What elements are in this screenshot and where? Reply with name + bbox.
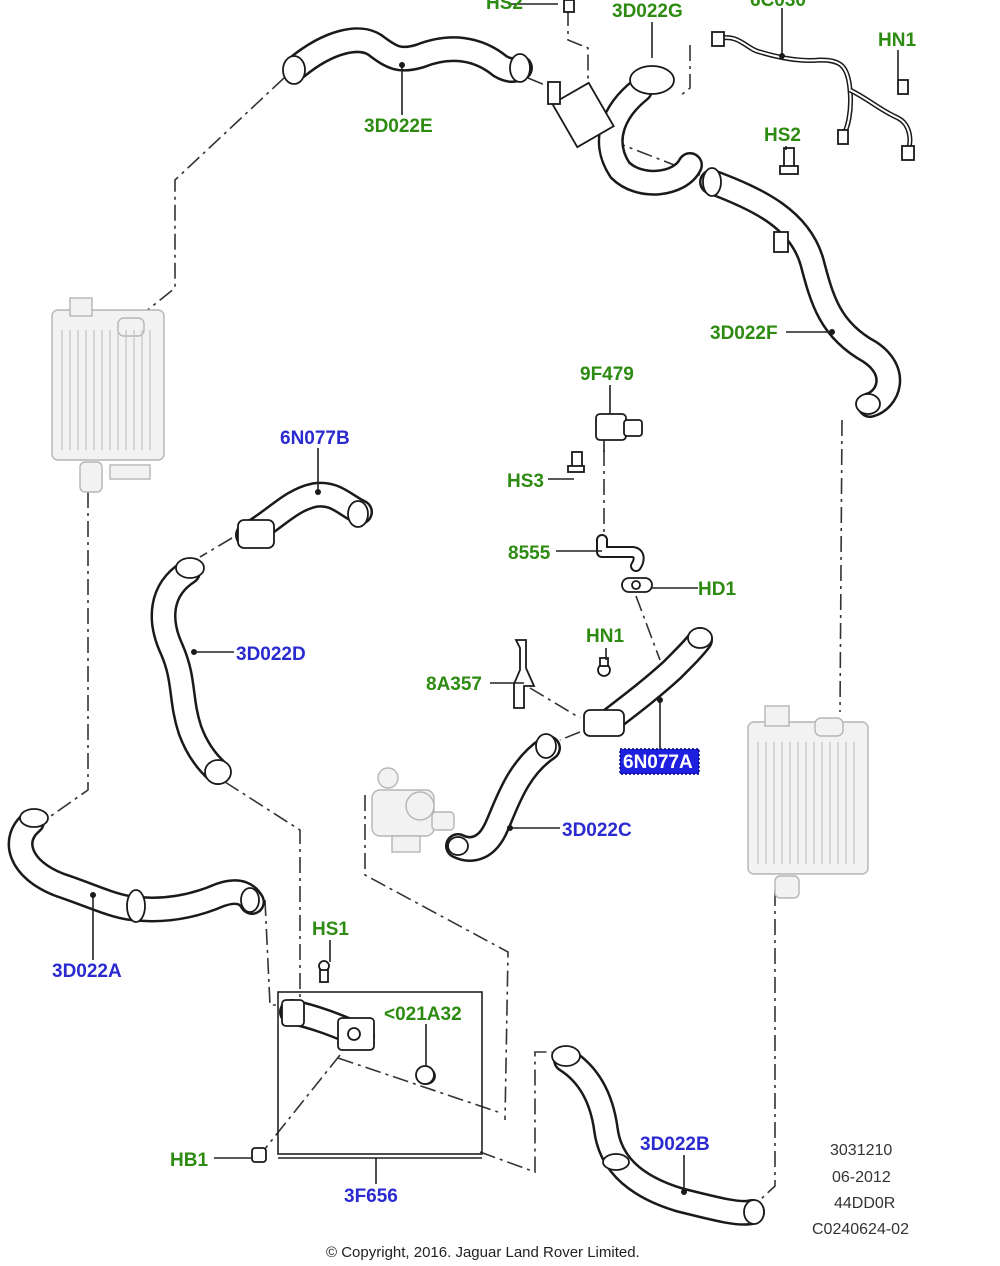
reference-line-2: 06-2012 bbox=[832, 1169, 891, 1186]
clip-021a32 bbox=[415, 1065, 435, 1085]
hose-3d022c bbox=[445, 733, 561, 862]
pipe-8555 bbox=[596, 534, 645, 572]
callout-3f656[interactable]: 3F656 bbox=[344, 1186, 398, 1207]
callout-3d022f[interactable]: 3D022F bbox=[710, 323, 778, 344]
leader-dots bbox=[90, 53, 835, 1195]
clip-hd1 bbox=[621, 577, 653, 593]
callout-3d022e[interactable]: 3D022E bbox=[364, 116, 433, 137]
bolt-hs2-top bbox=[563, 0, 575, 13]
callout-hn1-top[interactable]: HN1 bbox=[878, 30, 916, 51]
hose-3d022d bbox=[150, 557, 232, 785]
throttle-body bbox=[371, 767, 455, 853]
callout-hd1[interactable]: HD1 bbox=[698, 579, 736, 600]
reference-line-1: 3031210 bbox=[830, 1142, 892, 1159]
callout-6n077a[interactable]: 6N077A bbox=[623, 752, 693, 773]
callout-8a357[interactable]: 8A357 bbox=[426, 674, 482, 695]
hose-6n077a bbox=[583, 627, 713, 737]
reference-line-4: C0240624-02 bbox=[812, 1221, 909, 1238]
intercooler-right bbox=[747, 705, 869, 899]
reference-block: 3031210 06-2012 44DD0R C0240624-02 bbox=[812, 1142, 909, 1238]
callout-hn1-mid[interactable]: HN1 bbox=[586, 626, 624, 647]
callout-hs3[interactable]: HS3 bbox=[507, 471, 544, 492]
leader-lines bbox=[92, 3, 899, 1192]
callout-6c030[interactable]: 6C030 bbox=[750, 0, 806, 11]
callout-hs2-right[interactable]: HS2 bbox=[764, 125, 801, 146]
hose-3d022f bbox=[699, 167, 902, 418]
callout-3d022a[interactable]: 3D022A bbox=[52, 961, 122, 982]
bolt-hb1 bbox=[251, 1147, 267, 1163]
hose-3d022e bbox=[282, 27, 533, 85]
copyright-text: © Copyright, 2016. Jaguar Land Rover Lim… bbox=[326, 1244, 640, 1261]
bolt-hs3 bbox=[567, 451, 585, 473]
hose-3d022a bbox=[7, 808, 265, 923]
callout-3d022d[interactable]: 3D022D bbox=[236, 644, 306, 665]
nut-hn1-mid bbox=[597, 657, 611, 677]
hose-3d022g bbox=[547, 65, 703, 196]
bolt-hs2-right bbox=[779, 147, 799, 175]
pipe-3f656-assembly bbox=[277, 960, 483, 1155]
sensor-9f479 bbox=[595, 413, 643, 452]
callout-8555[interactable]: 8555 bbox=[508, 543, 551, 564]
callout-3d022c[interactable]: 3D022C bbox=[562, 820, 632, 841]
hose-6n077b bbox=[235, 481, 373, 549]
hose-3d022b bbox=[551, 1045, 765, 1226]
callout-labels: HS2 3D022G 6C030 HN1 3D022E HS2 3D022F 9… bbox=[52, 0, 916, 1207]
callout-6n077b[interactable]: 6N077B bbox=[280, 428, 350, 449]
bracket-8a357 bbox=[513, 639, 536, 709]
callout-3d022b[interactable]: 3D022B bbox=[640, 1134, 710, 1155]
intercooler-left bbox=[51, 297, 165, 493]
selected-callout-highlight bbox=[620, 749, 699, 774]
reference-line-3: 44DD0R bbox=[834, 1195, 895, 1212]
callout-021a32[interactable]: <021A32 bbox=[384, 1004, 462, 1025]
callout-hb1[interactable]: HB1 bbox=[170, 1150, 208, 1171]
callout-hs1[interactable]: HS1 bbox=[312, 919, 349, 940]
callout-3d022g[interactable]: 3D022G bbox=[612, 1, 683, 22]
harness-6c030 bbox=[711, 31, 915, 161]
callout-hs2-top[interactable]: HS2 bbox=[486, 0, 523, 14]
callout-9f479[interactable]: 9F479 bbox=[580, 364, 634, 385]
